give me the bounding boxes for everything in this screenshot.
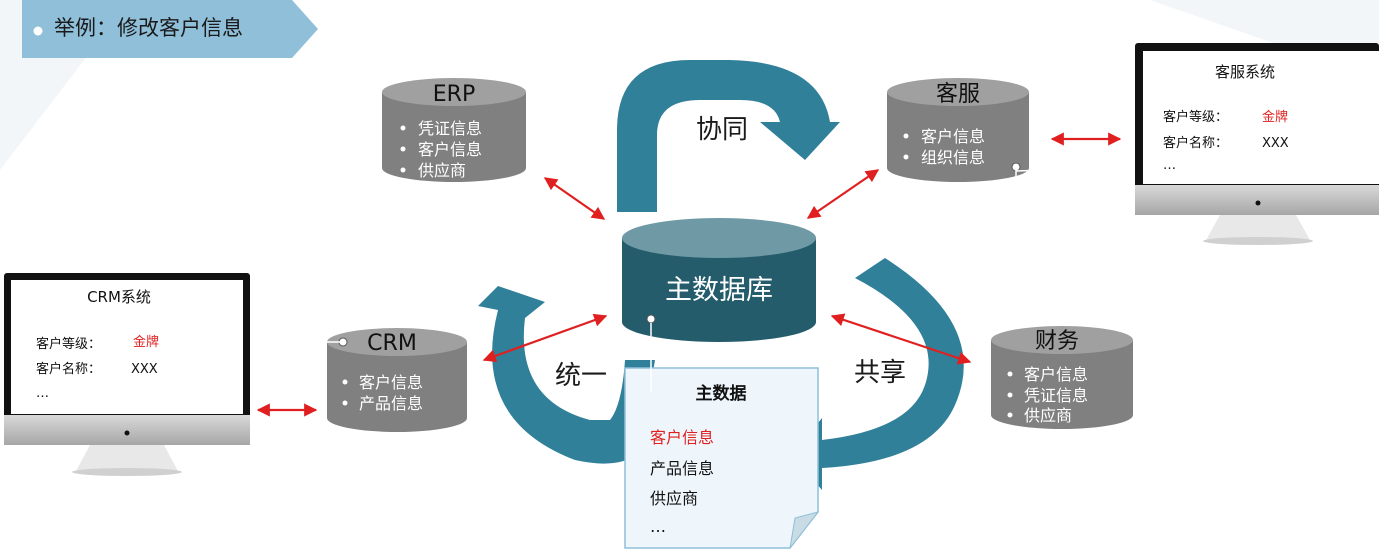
monitor-crm-title: CRM系统 bbox=[87, 288, 151, 306]
flow-label-unify: 统一 bbox=[555, 361, 607, 391]
database-erp-item: 供应商 bbox=[418, 161, 466, 180]
sync-arrow-erp bbox=[543, 177, 606, 220]
database-service-title: 客服 bbox=[936, 82, 980, 107]
database-erp-title: ERP bbox=[433, 82, 475, 107]
monitor-icon bbox=[1135, 43, 1379, 245]
sync-arrow-service bbox=[806, 169, 880, 219]
page-title: 举例：修改客户信息 bbox=[54, 16, 243, 40]
database-finance-item: 凭证信息 bbox=[1024, 386, 1088, 405]
database-service: 客服 客户信息 组织信息 bbox=[887, 78, 1029, 182]
monitor-service-more: … bbox=[1163, 158, 1176, 173]
sync-arrow-crm bbox=[482, 313, 608, 363]
database-erp: ERP 凭证信息 客户信息 供应商 bbox=[382, 78, 526, 182]
title-banner: 举例：修改客户信息 bbox=[22, 0, 318, 58]
sync-arrow-finance bbox=[830, 313, 972, 365]
monitor-service-name-label: 客户名称： bbox=[1163, 135, 1228, 151]
database-finance-item: 客户信息 bbox=[1024, 365, 1088, 384]
sync-arrows bbox=[256, 132, 1122, 417]
monitor-crm-more: … bbox=[36, 386, 49, 401]
database-erp-item: 凭证信息 bbox=[418, 119, 482, 138]
database-crm-item: 产品信息 bbox=[359, 394, 423, 413]
master-database: 主数据库 bbox=[622, 218, 816, 342]
database-service-item: 客户信息 bbox=[921, 127, 985, 146]
flow-arrow-collaborate: 协同 bbox=[617, 60, 840, 212]
monitor-crm-level-label: 客户等级： bbox=[36, 336, 101, 352]
flow-label-share: 共享 bbox=[854, 358, 906, 388]
database-crm: CRM 客户信息 产品信息 bbox=[327, 328, 467, 432]
database-finance-item: 供应商 bbox=[1024, 406, 1072, 425]
master-database-label: 主数据库 bbox=[665, 275, 773, 306]
bullet-dot-icon bbox=[33, 26, 43, 36]
monitor-crm-name-label: 客户名称： bbox=[36, 361, 101, 377]
master-data-item: … bbox=[650, 517, 666, 536]
master-data-item-highlight: 客户信息 bbox=[650, 428, 714, 447]
monitor-service: 客服系统 客户等级： 金牌 客户名称： XXX … bbox=[1135, 43, 1379, 245]
arrow-icon bbox=[617, 60, 840, 212]
database-service-item: 组织信息 bbox=[921, 148, 985, 167]
database-crm-item: 客户信息 bbox=[359, 373, 423, 392]
monitor-service-level-label: 客户等级： bbox=[1163, 109, 1228, 125]
monitor-service-level-value: 金牌 bbox=[1262, 109, 1288, 125]
monitor-crm-level-value: 金牌 bbox=[133, 334, 159, 350]
monitor-crm-name-value: XXX bbox=[131, 362, 158, 377]
monitor-icon bbox=[4, 273, 250, 476]
monitor-service-name-value: XXX bbox=[1262, 136, 1289, 151]
monitor-crm: CRM系统 客户等级： 金牌 客户名称： XXX … bbox=[4, 273, 250, 476]
flow-label-collaborate: 协同 bbox=[696, 115, 748, 145]
database-finance: 财务 客户信息 凭证信息 供应商 bbox=[991, 326, 1133, 429]
master-data-document: 主数据 客户信息 产品信息 供应商 … bbox=[624, 314, 820, 549]
database-erp-item: 客户信息 bbox=[418, 140, 482, 159]
master-data-item: 供应商 bbox=[650, 489, 698, 508]
database-crm-title: CRM bbox=[367, 331, 417, 356]
monitor-service-title: 客服系统 bbox=[1215, 63, 1275, 81]
master-data-title: 主数据 bbox=[696, 383, 747, 404]
master-data-item: 产品信息 bbox=[650, 459, 714, 478]
database-finance-title: 财务 bbox=[1035, 329, 1079, 354]
